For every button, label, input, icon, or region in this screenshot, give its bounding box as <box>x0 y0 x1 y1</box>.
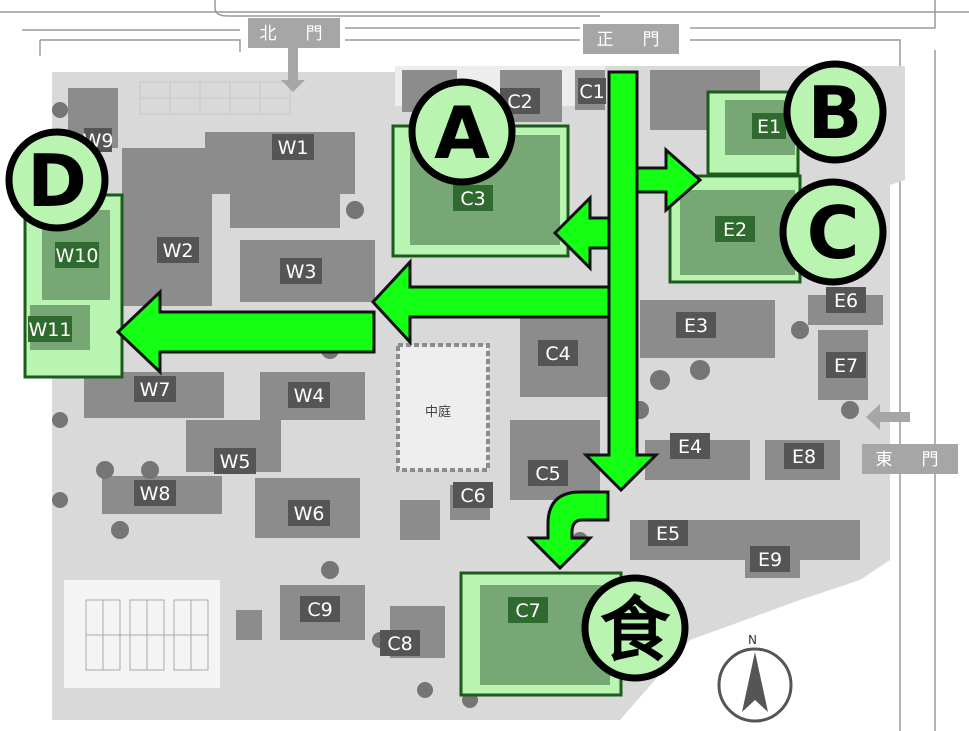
label-c6: C6 <box>453 482 493 508</box>
label-c7: C7 <box>508 597 548 623</box>
courtyard-label: 中庭 <box>425 404 451 420</box>
svg-text:E4: E4 <box>678 436 702 458</box>
label-e4: E4 <box>670 433 710 459</box>
svg-text:東 門: 東 門 <box>876 450 945 470</box>
arrow-to-a <box>552 194 611 272</box>
label-c3: C3 <box>453 185 493 211</box>
marker-b: B <box>783 60 887 164</box>
label-e1: E1 <box>752 113 786 139</box>
label-w8: W8 <box>134 480 176 506</box>
svg-text:E1: E1 <box>757 116 781 138</box>
label-e2: E2 <box>715 216 755 242</box>
marker-c: C <box>779 178 887 286</box>
tennis-court-area <box>64 580 220 688</box>
gate-north: 北 門 <box>248 18 340 92</box>
svg-text:W7: W7 <box>140 379 171 401</box>
svg-text:E3: E3 <box>684 315 708 337</box>
arrow-to-b <box>635 146 703 214</box>
svg-text:C6: C6 <box>460 485 485 507</box>
label-e9: E9 <box>750 546 790 572</box>
arrow-main-down <box>582 70 660 493</box>
label-c8: C8 <box>380 630 420 656</box>
building-labels: W1 W2 W3 W4 W5 W6 W7 W8 W9 W10 W11 C1 C2… <box>28 78 866 656</box>
label-w1: W1 <box>272 134 314 160</box>
svg-text:正 門: 正 門 <box>597 30 666 50</box>
svg-text:W5: W5 <box>220 451 251 473</box>
svg-text:C7: C7 <box>515 600 540 622</box>
svg-text:北 門: 北 門 <box>260 24 329 44</box>
svg-text:W2: W2 <box>163 240 194 262</box>
courtyard <box>396 343 490 472</box>
marker-d: D <box>5 128 109 232</box>
label-e6: E6 <box>826 287 866 313</box>
route-arrows <box>115 70 703 571</box>
compass-label: N <box>748 633 757 647</box>
tennis-courts <box>85 599 209 671</box>
svg-text:E6: E6 <box>834 290 858 312</box>
svg-text:C2: C2 <box>507 91 532 113</box>
label-e3: E3 <box>676 312 716 338</box>
svg-text:C3: C3 <box>460 188 485 210</box>
gate-east: 東 門 <box>862 404 958 474</box>
label-w10: W10 <box>55 242 99 268</box>
svg-text:W8: W8 <box>140 483 171 505</box>
svg-text:W3: W3 <box>286 261 317 283</box>
label-w7: W7 <box>134 376 176 402</box>
svg-text:C: C <box>807 191 860 275</box>
arrow-to-w3 <box>370 258 611 346</box>
label-w5: W5 <box>214 448 256 474</box>
svg-text:B: B <box>808 71 863 155</box>
svg-text:C9: C9 <box>307 599 332 621</box>
label-c9: C9 <box>300 596 340 622</box>
arrow-to-food <box>526 490 610 571</box>
svg-text:C8: C8 <box>387 633 412 655</box>
parking-grid <box>139 81 291 115</box>
svg-text:W11: W11 <box>29 319 72 341</box>
label-e7: E7 <box>826 352 866 378</box>
svg-text:W4: W4 <box>294 385 325 407</box>
svg-text:E7: E7 <box>834 355 858 377</box>
svg-text:W10: W10 <box>56 245 99 267</box>
svg-text:E2: E2 <box>723 219 747 241</box>
label-e5: E5 <box>648 520 688 546</box>
svg-text:D: D <box>27 139 87 223</box>
svg-text:E8: E8 <box>792 446 816 468</box>
svg-text:C4: C4 <box>545 343 570 365</box>
marker-food: 食 <box>581 574 689 682</box>
svg-text:E9: E9 <box>758 549 782 571</box>
arrow-to-d <box>115 288 376 376</box>
label-e8: E8 <box>784 443 824 469</box>
svg-text:C1: C1 <box>579 81 604 103</box>
svg-text:W1: W1 <box>278 137 309 159</box>
label-c5: C5 <box>528 460 568 486</box>
compass-icon: N <box>717 633 793 723</box>
svg-text:C5: C5 <box>535 463 560 485</box>
svg-text:W6: W6 <box>294 503 325 525</box>
label-w6: W6 <box>288 500 330 526</box>
label-c2: C2 <box>500 88 540 114</box>
svg-text:A: A <box>434 91 490 175</box>
svg-text:E5: E5 <box>656 523 680 545</box>
marker-a: A <box>408 78 516 186</box>
label-w4: W4 <box>288 382 330 408</box>
gate-main: 正 門 <box>583 24 679 54</box>
label-w11: W11 <box>28 316 72 342</box>
label-c4: C4 <box>538 340 578 366</box>
label-c1: C1 <box>578 78 606 104</box>
label-w2: W2 <box>157 237 199 263</box>
label-w3: W3 <box>280 258 322 284</box>
svg-text:食: 食 <box>600 589 671 671</box>
